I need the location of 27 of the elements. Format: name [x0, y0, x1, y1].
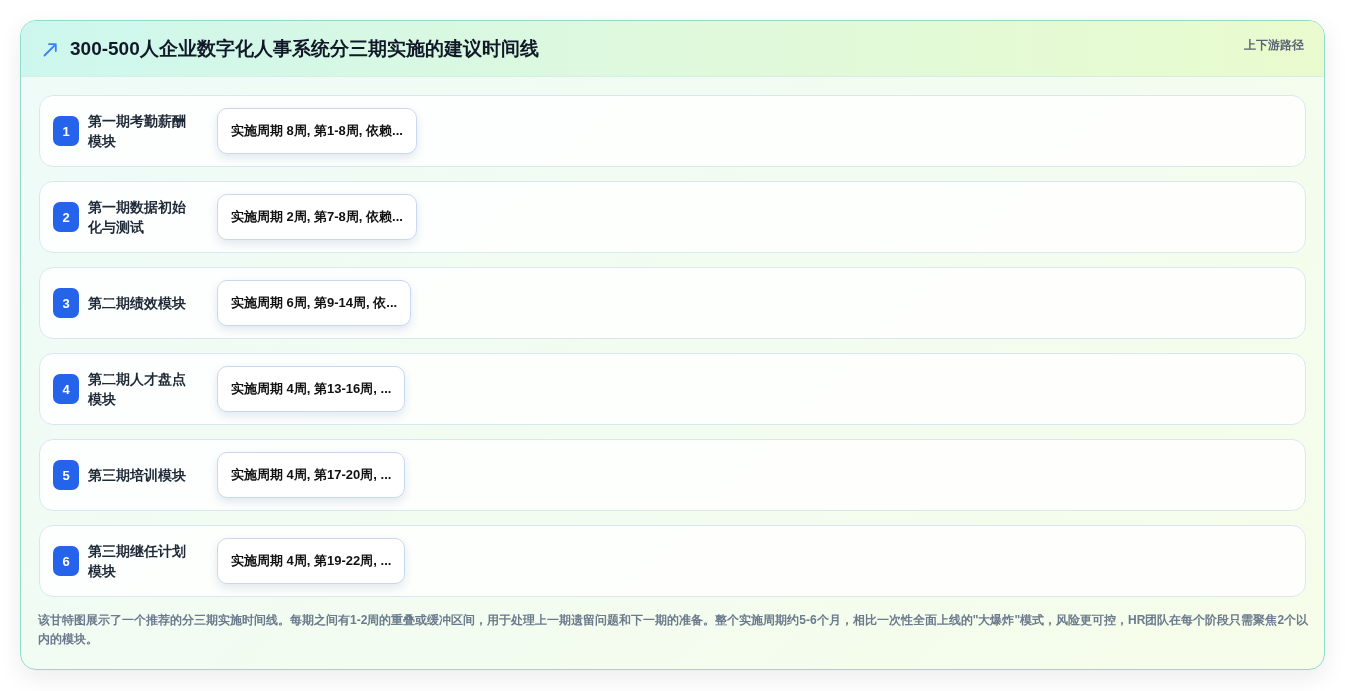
phase-row: [39, 267, 1306, 339]
number-badge: 5: [53, 460, 79, 490]
number-badge: 3: [53, 288, 79, 318]
number-badge: 1: [53, 116, 79, 146]
phase-name: 第二期人才盘点模块: [88, 370, 187, 409]
duration-chip: 实施周期 2周, 第7-8周, 依赖...: [217, 194, 417, 240]
header-label: 上下游路径: [1244, 37, 1304, 53]
phase-name: 第三期继任计划模块: [88, 542, 187, 581]
duration-chip: 实施周期 4周, 第19-22周, ...: [217, 538, 406, 584]
number-badge: 2: [53, 202, 79, 232]
phase-row: [39, 439, 1306, 511]
duration-chip: 实施周期 4周, 第17-20周, ...: [217, 452, 406, 498]
phase-row: [39, 181, 1306, 253]
duration-chip: 实施周期 6周, 第9-14周, 依...: [217, 280, 412, 326]
diagram-title: 300-500人企业数字化人事系统分三期实施的建议时间线: [70, 37, 539, 61]
phase-name: 第二期绩效模块: [88, 294, 187, 313]
duration-chip: 实施周期 8周, 第1-8周, 依赖...: [217, 108, 417, 154]
phase-name: 第一期考勤薪酬模块: [88, 112, 187, 151]
number-badge: 6: [53, 546, 79, 576]
phase-row: [39, 353, 1306, 425]
duration-chip: 实施周期 4周, 第13-16周, ...: [217, 366, 406, 412]
phase-row: [39, 95, 1306, 167]
caption-text: 该甘特图展示了一个推荐的分三期实施时间线。每期之间有1-2周的重叠或缓冲区间，用于处理上一期遗留问题和下一期的准备。整个实施周期约5-6个月，相比一次性全面上线的"大爆炸"模式，风险更可控，HR团队在每个阶段只需聚焦2个以内的模块。: [38, 612, 1310, 648]
phase-name: 第一期数据初始化与测试: [88, 198, 187, 237]
number-badge: 4: [53, 374, 79, 404]
phase-row: [39, 525, 1306, 597]
phase-name: 第三期培训模块: [88, 466, 187, 485]
